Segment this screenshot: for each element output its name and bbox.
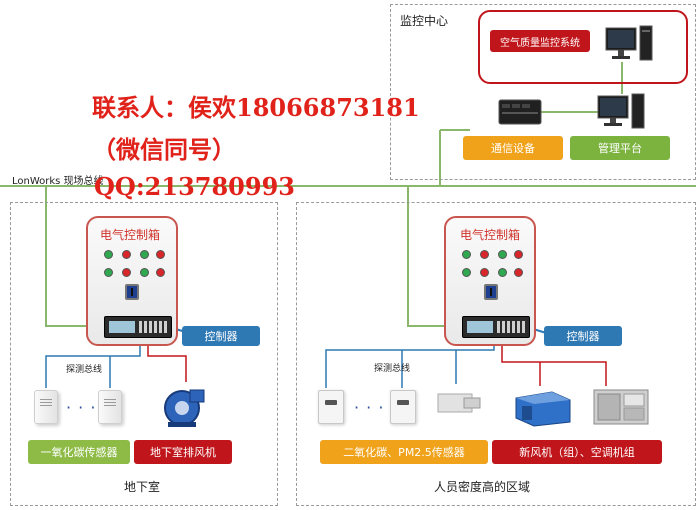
lamp-green [140, 250, 149, 259]
crowded-cabinet-title: 电气控制箱 [460, 228, 521, 242]
pc-icon-mgmt [596, 92, 648, 134]
lamp-red [480, 268, 489, 277]
basement-detect-bus-label: 探测总线 [66, 365, 103, 375]
fresh-air-unit-tag: 新风机（组）、空调机组 [492, 440, 662, 464]
crowded-zone-caption: 人员密度高的区域 [434, 480, 531, 494]
basement-controller-tag: 控制器 [182, 326, 260, 346]
selector-knob [125, 284, 139, 300]
pc-monitor-icon [605, 25, 653, 61]
watermark-wechat: （微信同号） [92, 135, 236, 164]
network-device-icon [498, 96, 542, 126]
basement-zone-caption: 地下室 [124, 480, 161, 494]
basement-cabinet-title: 电气控制箱 [100, 228, 161, 242]
lamp-green [462, 250, 471, 259]
mgmt-platform-tag: 管理平台 [570, 136, 670, 160]
lamp-red [156, 250, 165, 259]
crowded-detect-bus-label: 探测总线 [374, 364, 411, 374]
fan-icon [160, 384, 210, 428]
hvac-unit-icon-2 [590, 384, 652, 428]
ellipsis-dots: · · · [354, 398, 385, 417]
basement-bus-drop [45, 186, 104, 327]
monitor-center-box [390, 4, 696, 180]
air-quality-system-tag: 空气质量监控系统 [490, 30, 590, 52]
crowded-controller-tag: 控制器 [544, 326, 622, 346]
lamp-red [514, 250, 523, 259]
co-sensor-tag: 一氧化碳传感器 [28, 440, 130, 464]
lamp-green [104, 250, 113, 259]
crowded-controller-device [462, 316, 530, 338]
watermark-contact: 联系人：侯欢18066873181 [92, 93, 420, 122]
comm-device-tag: 通信设备 [463, 136, 563, 160]
lamp-green [140, 268, 149, 277]
ellipsis-dots: · · · · [66, 398, 109, 417]
basement-controller-device [104, 316, 172, 338]
lamp-green [498, 268, 507, 277]
lamp-red [122, 250, 131, 259]
monitor-center-title: 监控中心 [400, 14, 449, 28]
lamp-green [462, 268, 471, 277]
lamp-red [480, 250, 489, 259]
watermark-qq: QQ:213780993 [94, 172, 295, 201]
duct-sensor-icon [434, 386, 484, 420]
sensor-icon [98, 390, 122, 424]
lamp-red [122, 268, 131, 277]
basement-fan-tag: 地下室排风机 [134, 440, 232, 464]
lamp-green [498, 250, 507, 259]
lamp-red [156, 268, 165, 277]
lamp-red [514, 268, 523, 277]
sensor-icon [318, 390, 344, 424]
lonworks-bus-label: LonWorks 现场总线 [12, 176, 104, 187]
co2-pm25-sensor-tag: 二氧化碳、PM2.5传感器 [320, 440, 488, 464]
basement-zone-box [10, 202, 278, 506]
sensor-icon [34, 390, 58, 424]
pc-icon [604, 24, 654, 68]
sensor-icon [390, 390, 416, 424]
lamp-green [104, 268, 113, 277]
system-group-box [478, 10, 688, 84]
crowded-zone-box [296, 202, 696, 506]
hvac-unit-icon [512, 388, 572, 428]
selector-knob [484, 284, 498, 300]
